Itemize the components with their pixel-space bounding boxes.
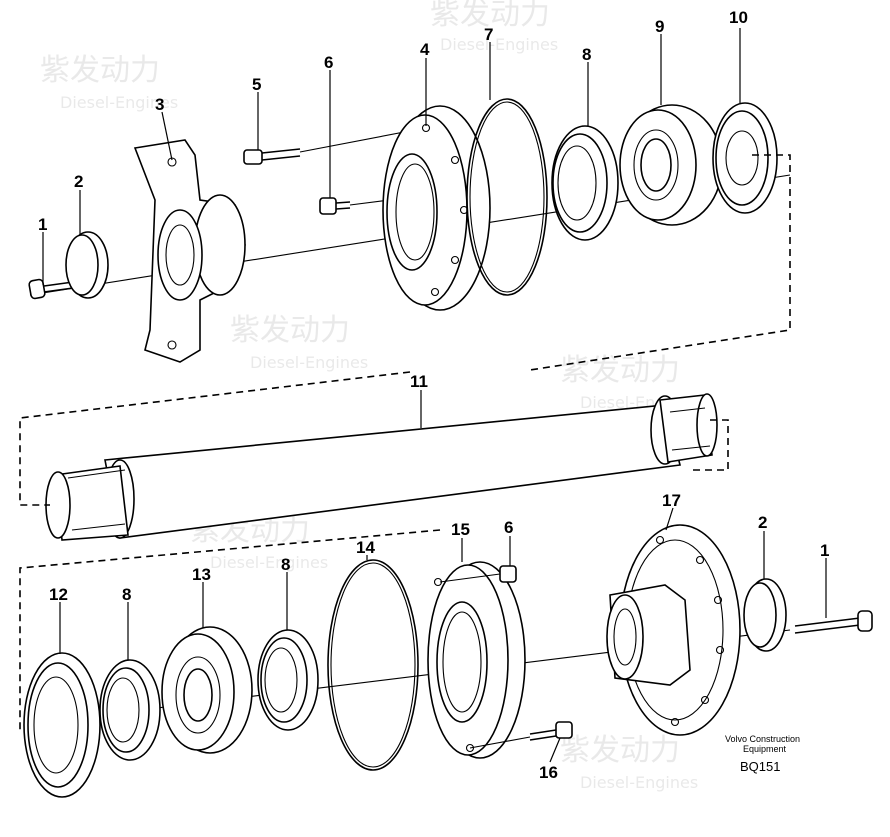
watermark-cn: 紫发动力 [560,733,680,768]
part-12-seal [23,652,101,798]
part-6-nut [319,197,406,215]
part-10-seal [712,102,778,214]
credit-line-1: Volvo Construction [725,734,800,744]
part-2-washer [65,231,109,299]
callout-14: 14 [356,538,375,557]
watermark-en: Diesel-Engines [60,93,178,112]
part-8-seal-lower-middle [257,629,319,731]
part-14-o-ring [327,559,419,771]
part-13-bearing [161,626,253,754]
watermark-en: Diesel-Engines [440,35,558,54]
part-7-o-ring [466,98,548,296]
part-1-bolt-lower [794,610,873,634]
callout-9: 9 [655,17,664,36]
callout-3: 3 [155,95,164,114]
watermark-en: Diesel-Engines [210,553,328,572]
part-6-nut-lower [439,565,517,583]
watermark-cn: 紫发动力 [560,353,680,388]
part-9-bearing [619,104,723,226]
part-16-bolt [469,721,573,749]
callout-4: 4 [420,40,430,59]
credit-block: Volvo Construction Equipment BQ151 [725,734,800,774]
watermark-en: Diesel-Engines [250,353,368,372]
callout-6: 6 [324,53,333,72]
callout-13: 13 [192,565,211,584]
callout-15: 15 [451,520,470,539]
watermark-en: Diesel-Engines [580,773,698,792]
part-8-seal [551,125,619,241]
callout-7: 7 [484,25,493,44]
callout-1-lower: 1 [820,541,829,560]
part-2-washer-lower [743,578,787,652]
watermark-cn: 紫发动力 [40,53,160,88]
part-8-seal-lower-left [99,659,161,761]
credit-line-2: Equipment [743,744,787,754]
callouts-middle: 11 [410,372,428,391]
callout-16: 16 [539,763,558,782]
callout-2-lower: 2 [758,513,767,532]
callouts-bottom: 12 8 13 8 14 15 6 17 2 1 16 [49,491,829,782]
callout-8-lower-left: 8 [122,585,131,604]
callout-5: 5 [252,75,261,94]
top-dashed-link [529,154,791,371]
callout-10: 10 [729,8,748,27]
callout-11: 11 [410,372,428,391]
callout-8: 8 [582,45,591,64]
shaft-dashed-link-left [19,371,411,506]
callout-12: 12 [49,585,68,604]
callout-1: 1 [38,215,47,234]
figure-code: BQ151 [740,759,780,774]
part-17-yoke-flange [606,524,741,736]
part-3-yoke-flange [133,139,246,363]
callout-6-lower: 6 [504,518,513,537]
callout-17: 17 [662,491,681,510]
watermark-cn: 紫发动力 [230,313,350,348]
part-11-shaft [45,393,718,541]
leader-lines [42,28,827,763]
watermark-cn: 紫发动力 [430,0,550,32]
bottom-dashed-link [19,529,441,730]
part-4-flange-housing [382,105,491,311]
callouts-top: 1 2 3 5 6 4 7 8 9 10 [38,8,748,234]
shaft-dashed-link-right [690,419,729,471]
callout-8-lower-middle: 8 [281,555,290,574]
callout-2: 2 [74,172,83,191]
part-15-flange-housing [427,561,526,759]
watermark: 紫发动力 Diesel-Engines 紫发动力 Diesel-Engines … [40,0,698,792]
